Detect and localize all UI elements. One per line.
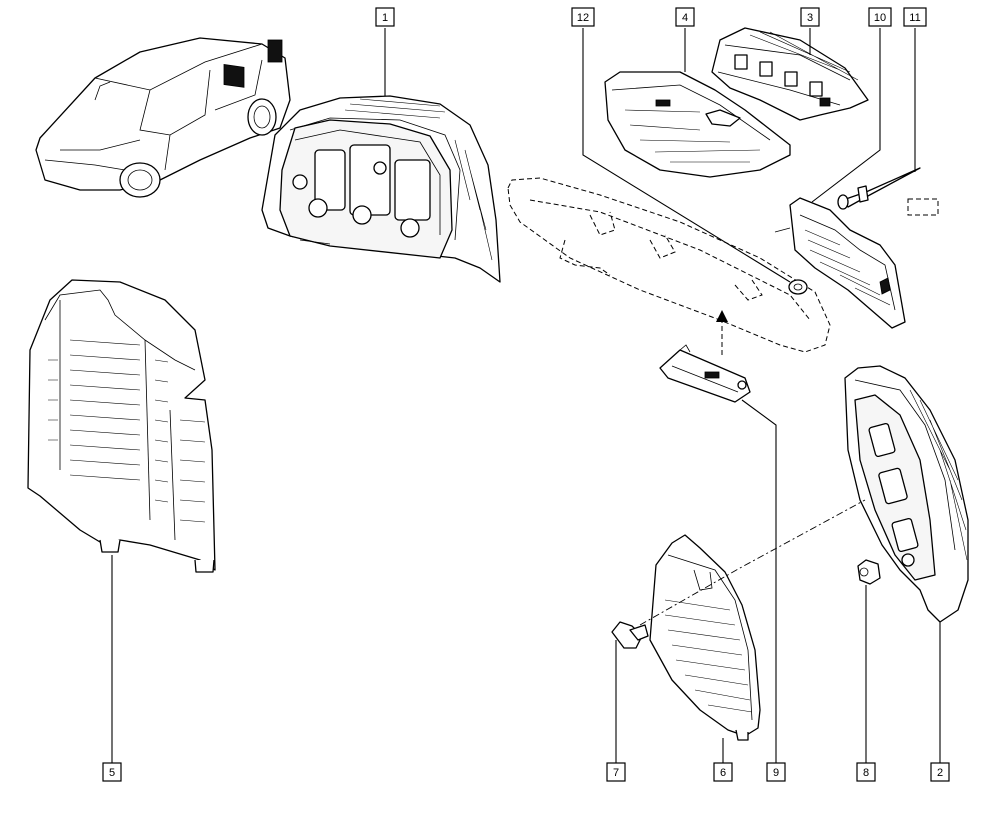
callout-5: 5 [102, 762, 122, 782]
callout-1-label: 1 [382, 12, 388, 24]
leader-lines [111, 28, 941, 763]
part-5-large-cover [27, 279, 216, 573]
car-reference-view [35, 37, 291, 198]
part-11-rivet-pin [837, 167, 939, 216]
assembly-axis-lines [639, 499, 866, 626]
callout-8: 8 [856, 762, 876, 782]
callout-11: 11 [903, 7, 927, 27]
part-2-rear-lamp [844, 365, 969, 623]
callout-1: 1 [375, 7, 395, 27]
callout-7-label: 7 [613, 767, 619, 779]
part-8-grommet-nut [857, 559, 881, 585]
tailgate-trim-bar [507, 177, 831, 355]
part-7-clip [611, 621, 649, 649]
part-12-grommet [788, 279, 808, 295]
callout-5-label: 5 [109, 767, 115, 779]
part-1-rear-lamp [261, 95, 501, 283]
callout-3-label: 3 [807, 12, 813, 24]
callout-9: 9 [766, 762, 786, 782]
part-10-mounting-plate [774, 197, 906, 329]
callout-2-label: 2 [937, 767, 943, 779]
callout-7: 7 [606, 762, 626, 782]
part-6-small-cover [649, 534, 761, 741]
part-9-plate-lamp [659, 344, 751, 403]
callout-4-label: 4 [682, 12, 688, 24]
callout-10-label: 10 [874, 12, 886, 24]
callout-3: 3 [800, 7, 820, 27]
callout-6: 6 [713, 762, 733, 782]
part-4-lens [604, 71, 791, 178]
part-3-brake-lamp-unit [711, 27, 869, 121]
callout-9-label: 9 [773, 767, 779, 779]
callout-12-label: 12 [577, 12, 589, 24]
callout-4: 4 [675, 7, 695, 27]
callout-8-label: 8 [863, 767, 869, 779]
callout-12: 12 [571, 7, 595, 27]
callout-6-label: 6 [720, 767, 726, 779]
callout-2: 2 [930, 762, 950, 782]
callout-10: 10 [868, 7, 892, 27]
callout-11-label: 11 [909, 12, 920, 24]
